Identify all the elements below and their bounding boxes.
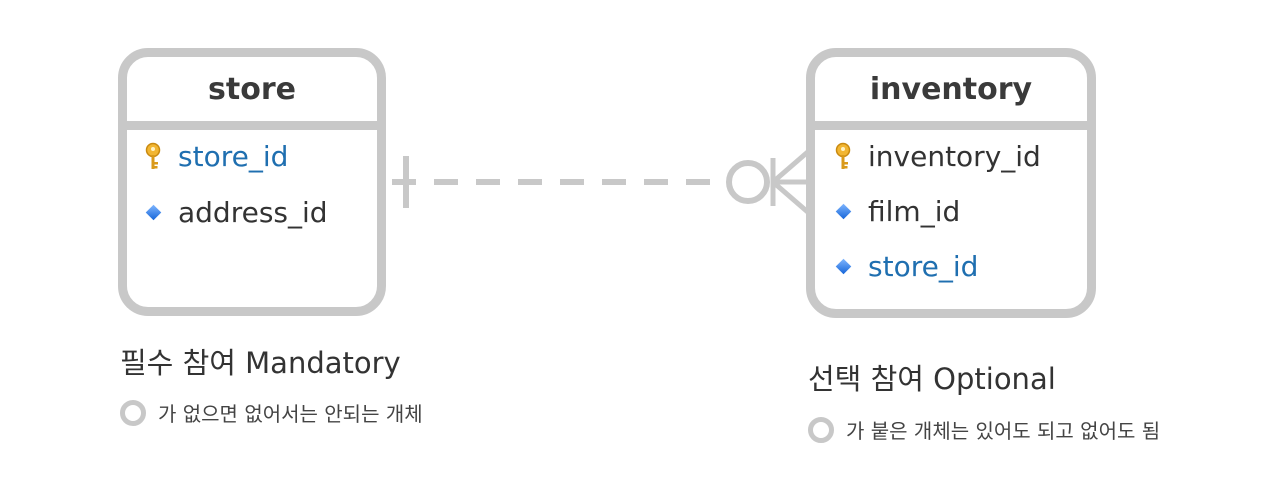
crowfoot-lower xyxy=(771,180,812,216)
crowfoot-upper xyxy=(771,148,812,184)
circle-icon xyxy=(120,399,146,426)
inventory-field-store-id: store_id xyxy=(830,250,978,283)
mandatory-caption-title: 필수 참여 Mandatory xyxy=(120,346,401,380)
store-entity: store xyxy=(118,48,386,316)
store-field-label: address_id xyxy=(178,196,328,229)
mandatory-note-text: 가 없으면 없어서는 안되는 개체 xyxy=(158,402,423,426)
store-field-store-id: store_id xyxy=(140,140,288,173)
store-field-address-id: address_id xyxy=(140,196,328,229)
key-icon xyxy=(140,142,166,172)
inventory-field-film-id: film_id xyxy=(830,195,960,228)
key-icon xyxy=(830,142,856,172)
inventory-field-inventory-id: inventory_id xyxy=(830,140,1041,173)
inventory-field-label: inventory_id xyxy=(868,140,1041,173)
store-field-label: store_id xyxy=(178,140,289,173)
inventory-entity: inventory xyxy=(806,48,1096,318)
optional-caption-note: 가 붙은 개체는 있어도 되고 없어도 됨 xyxy=(808,415,1160,444)
optional-caption-title: 선택 참여 Optional xyxy=(808,362,1056,396)
circle-icon xyxy=(808,416,834,443)
inventory-entity-title: inventory xyxy=(815,57,1087,130)
store-entity-title: store xyxy=(127,57,377,130)
inventory-field-label: film_id xyxy=(868,195,961,228)
optional-note-text: 가 붙은 개체는 있어도 되고 없어도 됨 xyxy=(846,419,1161,443)
mandatory-caption-note: 가 없으면 없어서는 안되는 개체 xyxy=(120,398,423,427)
inventory-field-label: store_id xyxy=(868,250,979,283)
optional-circle xyxy=(726,160,770,204)
